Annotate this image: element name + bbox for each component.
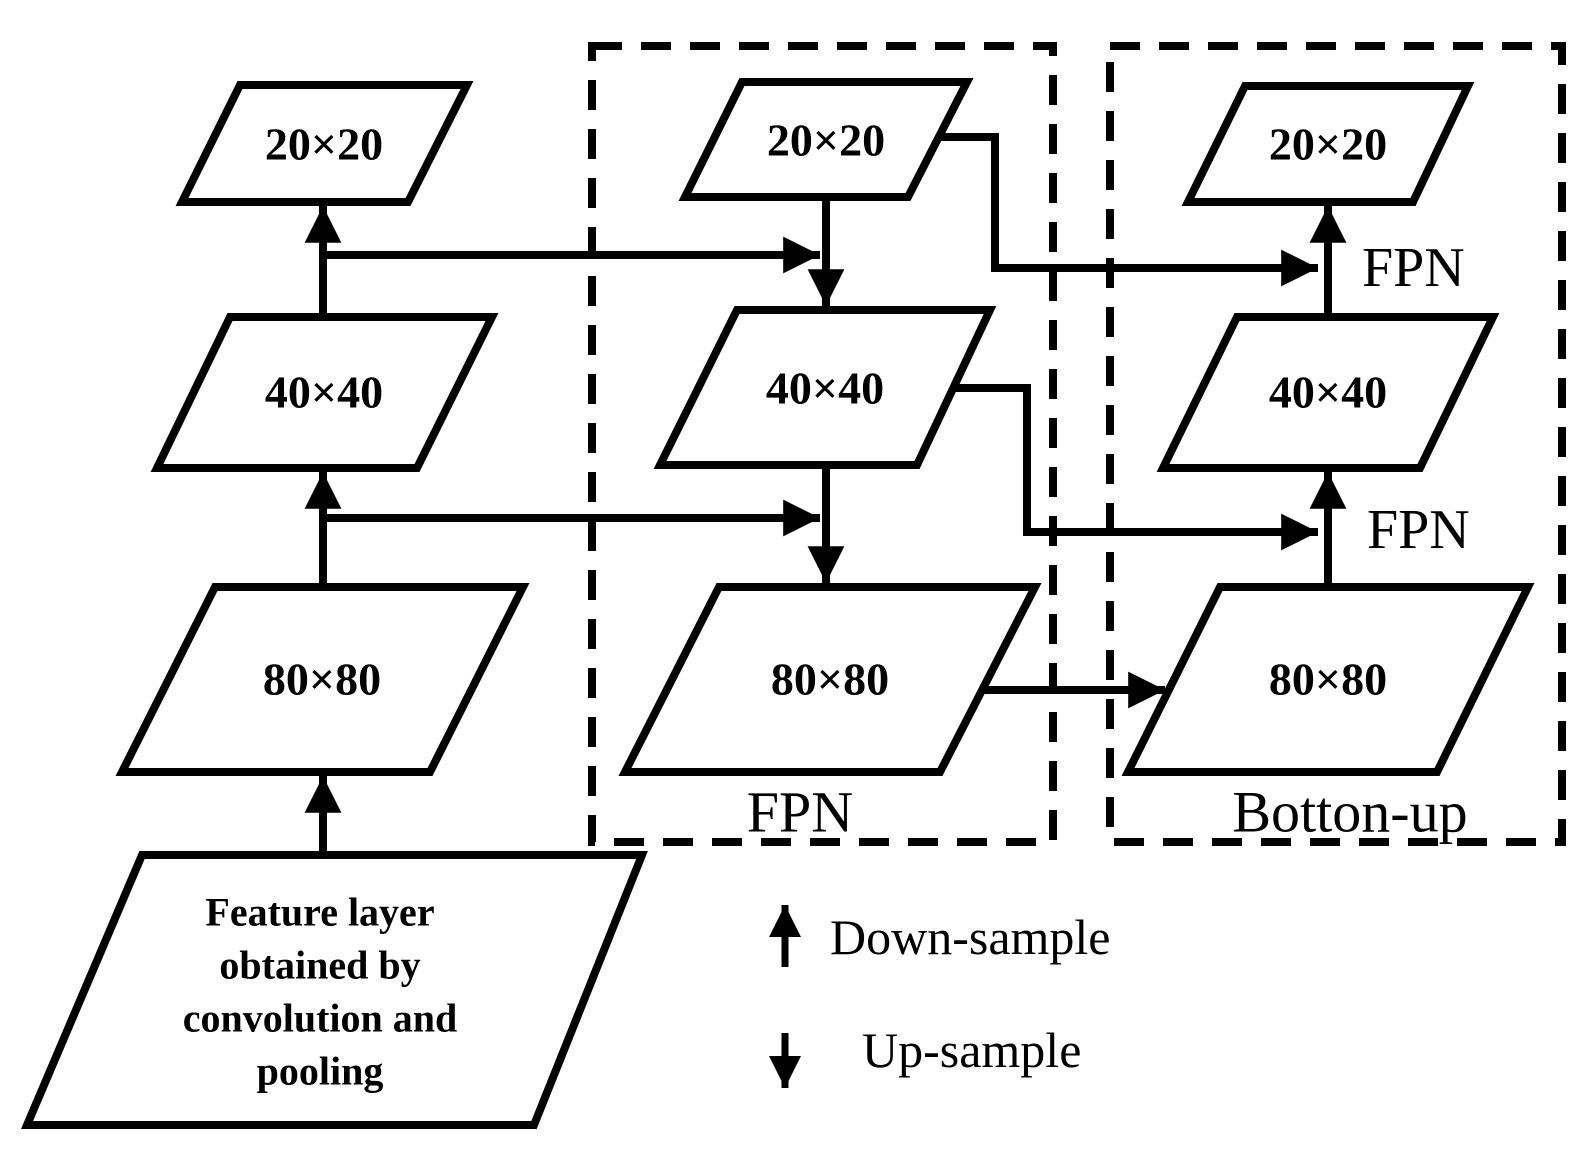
bottomup-80x80-label: 80×80 — [1269, 654, 1387, 705]
fpn-40x40-label: 40×40 — [766, 363, 884, 414]
fpn-node-20x20 — [678, 78, 974, 201]
feature-layer-label-line2: obtained by — [219, 943, 420, 988]
bottomup-20x20-label: 20×20 — [1269, 119, 1387, 170]
up-sample-legend-label: Up-sample — [862, 1022, 1081, 1078]
down-sample-legend-label: Down-sample — [830, 909, 1111, 965]
bottomup-node-20x20 — [1181, 82, 1475, 206]
bottom-up-group-box — [1106, 42, 1566, 846]
fpn-output-arrow-40 — [953, 384, 1318, 551]
backbone-80x80-label: 80×80 — [263, 654, 381, 705]
fpn-output-arrow-20 — [939, 133, 1318, 287]
feature-layer-label-line3: convolution and — [183, 996, 458, 1041]
backbone-feature-layer-node — [20, 851, 648, 1129]
backbone-40x40-label: 40×40 — [265, 367, 383, 418]
fpn-arrow-annotation-top: FPN — [1362, 237, 1465, 299]
backbone-node-40x40 — [150, 313, 499, 472]
backbone-node-20x20 — [175, 81, 474, 206]
fpn-80x80-label: 80×80 — [771, 654, 889, 705]
fpn-group-box — [588, 42, 1057, 846]
bottom-up-box-caption: Botton-up — [1232, 780, 1467, 845]
feature-layer-label-line4: pooling — [257, 1049, 384, 1094]
fpn-node-80x80 — [618, 583, 1042, 776]
bottomup-40x40-label: 40×40 — [1269, 367, 1387, 418]
backbone-20x20-label: 20×20 — [265, 119, 383, 170]
fpn-arrow-annotation-mid: FPN — [1367, 499, 1470, 561]
backbone-node-80x80 — [115, 583, 530, 776]
bottomup-node-40x40 — [1156, 313, 1500, 472]
fpn-20x20-label: 20×20 — [767, 115, 885, 166]
fpn-box-caption: FPN — [747, 780, 853, 845]
fpn-node-40x40 — [653, 306, 997, 469]
legend: Down-sample Up-sample — [768, 905, 1111, 1088]
bottomup-node-80x80 — [1121, 583, 1535, 776]
feature-layer-label-line1: Feature layer — [205, 890, 434, 935]
